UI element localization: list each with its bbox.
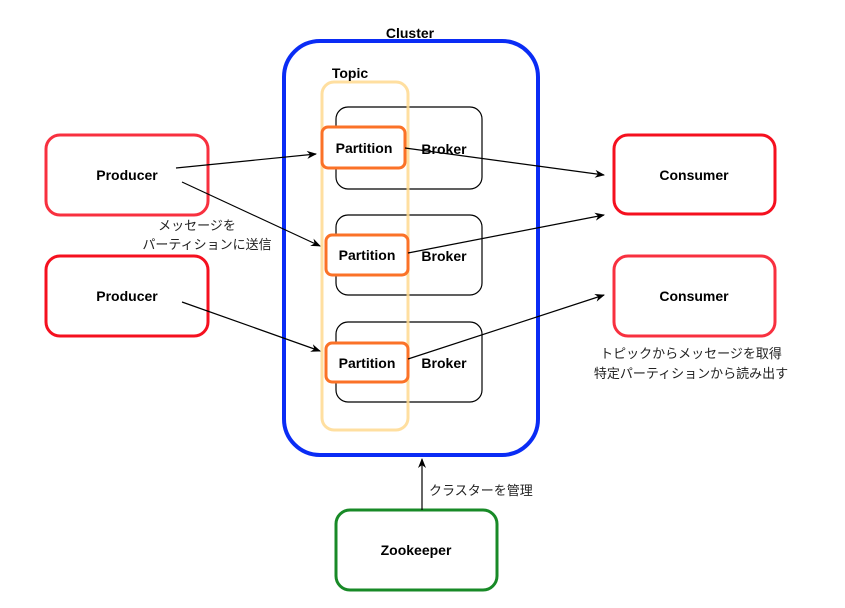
consumer-note: トピックからメッセージを取得 特定パーティションから読み出す [594, 346, 788, 382]
producer-label: Producer [96, 288, 158, 304]
partition-box[interactable] [324, 233, 410, 277]
cluster-group: Cluster [282, 25, 540, 457]
consumer-note-line-1: トピックからメッセージを取得 [600, 346, 782, 362]
consumer-2[interactable]: Consumer [612, 254, 777, 338]
broker-label: Broker [421, 248, 467, 264]
producer-box[interactable] [44, 254, 210, 338]
consumer-box[interactable] [612, 133, 777, 216]
partition-1[interactable]: Partition [320, 125, 407, 170]
partition-3[interactable]: Partition [324, 341, 410, 384]
arrows [175, 147, 605, 510]
zookeeper-label: Zookeeper [381, 542, 452, 558]
producer-label: Producer [96, 167, 158, 183]
partition-label: Partition [339, 247, 396, 263]
zookeeper-box[interactable] [334, 508, 499, 592]
arrow-partition1-consumer1 [404, 147, 605, 178]
producer-1[interactable]: Producer [44, 133, 210, 217]
arrow-partition3-consumer2 [407, 293, 605, 360]
consumer-note-line-2: 特定パーティションから読み出す [594, 366, 788, 382]
arrow-producer1-partition1 [175, 150, 317, 169]
partition-label: Partition [339, 355, 396, 371]
consumer-1[interactable]: Consumer [612, 133, 777, 216]
producer-note: メッセージを パーティションに送信 [142, 219, 271, 253]
arrow-producer1-partition2 [181, 181, 321, 247]
partition-box[interactable] [320, 125, 407, 170]
broker-label: Broker [421, 355, 467, 371]
producer-note-line-2: パーティションに送信 [142, 238, 271, 253]
consumer-box[interactable] [612, 254, 777, 338]
cluster-box[interactable] [282, 39, 540, 457]
producer-2[interactable]: Producer [44, 254, 210, 338]
zookeeper-note: クラスターを管理 [429, 484, 533, 499]
consumer-label: Consumer [659, 167, 729, 183]
producer-box[interactable] [44, 133, 210, 217]
consumer-label: Consumer [659, 288, 729, 304]
topic-label: Topic [332, 65, 369, 81]
cluster-label: Cluster [386, 25, 435, 41]
zookeeper[interactable]: Zookeeper [334, 508, 499, 592]
partition-2[interactable]: Partition [324, 233, 410, 277]
partition-box[interactable] [324, 341, 410, 384]
partition-label: Partition [336, 140, 393, 156]
broker-label: Broker [421, 141, 467, 157]
arrow-partition2-consumer1 [407, 212, 605, 254]
producer-note-line-1: メッセージを [158, 219, 236, 234]
arrow-producer2-partition3 [181, 301, 321, 352]
